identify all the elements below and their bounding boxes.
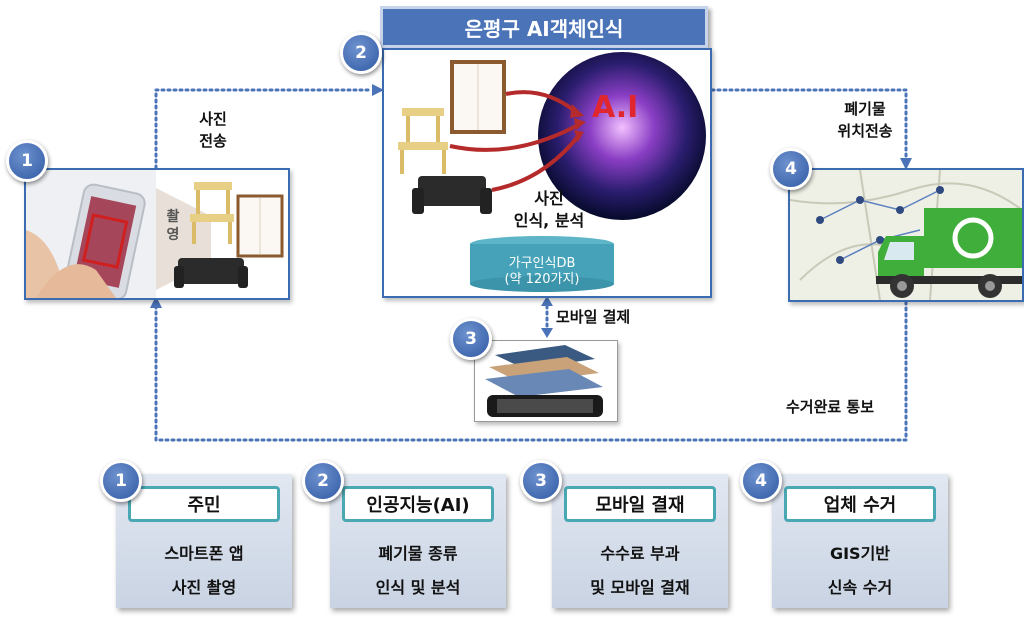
panel-ai-recognition: A.I 사진 인식, 분석 가구인식DB (약 120가지) (382, 48, 712, 298)
sofa-icon (174, 258, 248, 288)
gis-map-truck (790, 170, 1022, 300)
arrowhead-down (900, 158, 912, 170)
wardrobe-icon (236, 194, 284, 258)
card-head: 인공지능(AI) (342, 486, 494, 522)
waste-location-label: 폐기물 위치전송 (837, 100, 893, 140)
connector-photo-send (154, 88, 374, 170)
chair-icon (398, 108, 448, 174)
card-ai: 인공지능(AI) 폐기물 종류 인식 및 분석 (330, 474, 506, 608)
card-line: 및 모바일 결재 (590, 578, 690, 597)
card-head: 모바일 결재 (564, 486, 716, 522)
connector-collection-done (154, 300, 908, 442)
card-line: 사진 촬영 (171, 578, 237, 597)
photo-send-label: 사진 전송 (199, 110, 227, 150)
ai-brain-circle (538, 52, 706, 220)
card-line: 폐기물 종류 (378, 544, 458, 563)
card-company-collection: 업체 수거 GIS기반 신속 수거 (772, 474, 948, 608)
card-badge-4: 4 (740, 460, 782, 502)
panel-smartphone-photo: 촬 영 (24, 168, 290, 300)
card-line: 스마트폰 앱 (164, 544, 244, 563)
step-badge-3: 3 (450, 318, 492, 360)
card-line: 수수료 부과 (600, 544, 680, 563)
page-title: 은평구 AI객체인식 (380, 6, 708, 48)
shoot-label: 촬 영 (166, 209, 180, 243)
panel-mobile-payment (474, 340, 618, 422)
wardrobe-icon (450, 60, 506, 134)
smartphone-illustration (26, 170, 284, 298)
arrow-chair (449, 122, 581, 152)
card-resident: 주민 스마트폰 앱 사진 촬영 (116, 474, 292, 608)
connector-location-send (710, 88, 908, 162)
ai-illustration (398, 52, 706, 292)
step-badge-4: 4 (770, 148, 812, 190)
card-head: 업체 수거 (784, 486, 936, 522)
ai-text: A.I (592, 90, 639, 125)
card-line: 인식 및 분석 (375, 578, 461, 597)
arrowhead-right (372, 84, 384, 96)
chair-icon (190, 182, 234, 244)
mobile-payment-label: 모바일 결제 (556, 308, 631, 326)
collection-done-label: 수거완료 통보 (786, 398, 875, 416)
photo-analysis-label: 사진 인식, 분석 (513, 189, 585, 230)
card-line: GIS기반 (829, 544, 891, 563)
card-badge-3: 3 (520, 460, 562, 502)
card-badge-1: 1 (100, 460, 142, 502)
card-line: 신속 수거 (827, 578, 893, 597)
arrowhead-up-db (541, 296, 553, 306)
arrow-wardrobe (505, 90, 578, 114)
arrow-sofa (491, 132, 582, 192)
arrowhead-up (150, 296, 162, 308)
card-badge-2: 2 (302, 460, 344, 502)
truck-icon (876, 208, 1022, 298)
panel-gis-collection (788, 168, 1024, 302)
arrowhead-down-payment (541, 328, 553, 338)
card-mobile-payment: 모바일 결재 수수료 부과 및 모바일 결재 (552, 474, 728, 608)
step-badge-1: 1 (6, 140, 48, 182)
mobile-payment-illustration (485, 345, 603, 417)
recycle-icon (952, 217, 994, 259)
step-badge-2: 2 (340, 32, 382, 74)
sofa-icon (412, 176, 492, 214)
card-head: 주민 (128, 486, 280, 522)
db-label: 가구인식DB (약 120가지) (504, 256, 580, 287)
